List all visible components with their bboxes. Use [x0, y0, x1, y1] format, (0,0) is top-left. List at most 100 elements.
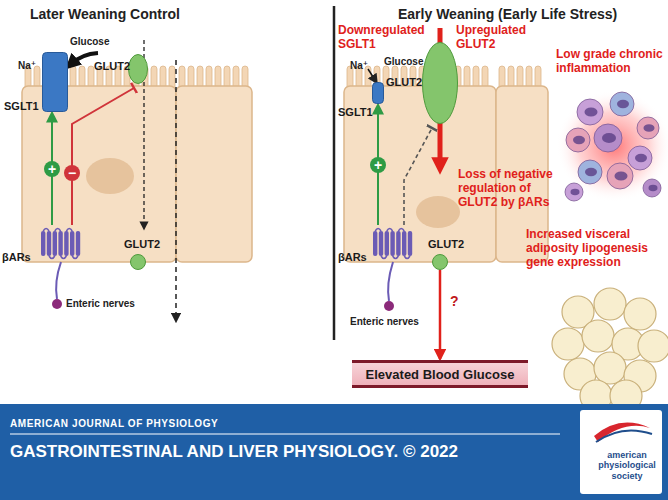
receptor-loop: [49, 256, 55, 259]
receptor-loop: [387, 229, 393, 232]
shape-outline: [42, 52, 68, 112]
receptor-loop: [72, 256, 78, 259]
receptor-helix: [396, 231, 400, 256]
immune-cell: [643, 179, 661, 197]
adipocyte: [582, 320, 614, 352]
node-text: Elevated Blood Glucose: [366, 367, 515, 382]
paracellular-arrow: [175, 60, 177, 318]
shape-outline: [372, 225, 414, 262]
immune-nucleus: [585, 168, 597, 176]
label-text: Downregulated SGLT1: [338, 24, 434, 52]
receptor-helix: [379, 231, 383, 256]
immune-nucleus: [585, 107, 598, 116]
node-label: GLUT2: [428, 238, 464, 250]
connector: [72, 88, 134, 225]
shape-outline: [40, 225, 82, 262]
regulation-sign: +: [370, 157, 386, 173]
nerve-fiber: [56, 262, 61, 299]
immune-cell: [577, 99, 603, 125]
adipocyte: [594, 288, 626, 320]
immune-nucleus: [615, 171, 628, 180]
regulation-sign: +: [44, 161, 60, 177]
node-label: SGLT1: [338, 106, 373, 118]
label-text: Early Weaning (Early Life Stress): [398, 6, 617, 22]
beta-adrenergic-receptor: βARs: [372, 225, 414, 262]
society-logo-ground: [580, 410, 662, 494]
receptor-loop: [375, 229, 381, 232]
immune-nucleus: [644, 124, 655, 132]
label-text: american physiological society: [596, 450, 658, 481]
receptor-loop: [43, 229, 49, 232]
beta-adrenergic-receptor: βARs: [40, 225, 82, 262]
shape-outline: [128, 54, 148, 84]
label-text: Glucose: [384, 56, 423, 68]
journal-banner: [0, 404, 668, 500]
receptor-loop: [398, 229, 404, 232]
receptor-helix: [408, 231, 412, 256]
glut2-transporter: GLUT2: [128, 54, 148, 84]
immune-cell: [594, 124, 622, 152]
immune-cells: [565, 92, 661, 201]
receptor-helix: [402, 231, 406, 256]
label-text: Later Weaning Control: [30, 6, 180, 22]
immune-cell: [610, 92, 634, 116]
shape-outline: [372, 82, 384, 104]
adipocyte: [638, 330, 668, 362]
receptor-helix: [58, 231, 62, 256]
immune-cell: [637, 117, 659, 139]
transporter-body: [433, 255, 448, 270]
receptor-helix: [53, 231, 57, 256]
immune-nucleus: [573, 136, 585, 144]
node-label: βARs: [338, 251, 367, 263]
connector: [439, 270, 442, 359]
immune-cell: [578, 160, 602, 184]
nerve-terminal: [384, 301, 394, 311]
label-text: Enteric nerves: [350, 316, 419, 328]
glut2-transporter: GLUT2: [432, 254, 448, 270]
immune-cell: [628, 146, 652, 170]
label-text: Loss of negative regulation of GLUT2 by …: [458, 168, 562, 209]
shape-outline: [130, 254, 146, 270]
glut2-transporter: GLUT2: [422, 42, 458, 124]
nucleus: [416, 196, 460, 228]
receptor-loop: [55, 229, 61, 232]
glucose-flux-arrow: [71, 53, 98, 64]
receptor-helix: [41, 231, 45, 256]
transporter-body: [43, 53, 68, 112]
sglt1-transporter: SGLT1: [372, 82, 384, 104]
nucleus: [86, 158, 134, 194]
receptor-helix: [385, 231, 389, 256]
receptor-helix: [64, 231, 68, 256]
node-label: GLUT2: [386, 76, 422, 88]
node-label: GLUT2: [124, 238, 160, 250]
shape-outline: [422, 42, 458, 124]
node-label: SGLT1: [4, 100, 39, 112]
connector: [404, 128, 432, 225]
label-text: GASTROINTESTINAL AND LIVER PHYSIOLOGY. ©…: [10, 442, 458, 462]
adipocytes: [552, 288, 668, 412]
label-text: Upregulated GLUT2: [456, 24, 544, 52]
label-text: Na⁺: [18, 60, 36, 72]
transporter-body: [373, 83, 384, 104]
glut2-transporter: GLUT2: [130, 254, 146, 270]
transporter-body: [131, 255, 146, 270]
label-text: Enteric nerves: [66, 298, 135, 310]
label-text: Low grade chronic inflammation: [556, 48, 664, 76]
label-text: Glucose: [70, 36, 109, 48]
epithelial-cell: [176, 86, 252, 262]
adipocyte: [594, 352, 626, 384]
inflammation-glow: [556, 90, 668, 202]
node-label: βARs: [2, 251, 31, 263]
receptor-loop: [66, 229, 72, 232]
transporter-body: [129, 55, 148, 84]
receptor-helix: [76, 231, 80, 256]
receptor-loop: [61, 256, 67, 259]
receptor-helix: [70, 231, 74, 256]
blood-glucose-band: Elevated Blood Glucose: [352, 360, 529, 388]
receptor-helix: [47, 231, 51, 256]
society-logo-swoosh: [596, 430, 652, 442]
receptor-helix: [390, 231, 394, 256]
banner-rule: [10, 434, 560, 435]
edge-label: ?: [448, 293, 461, 309]
